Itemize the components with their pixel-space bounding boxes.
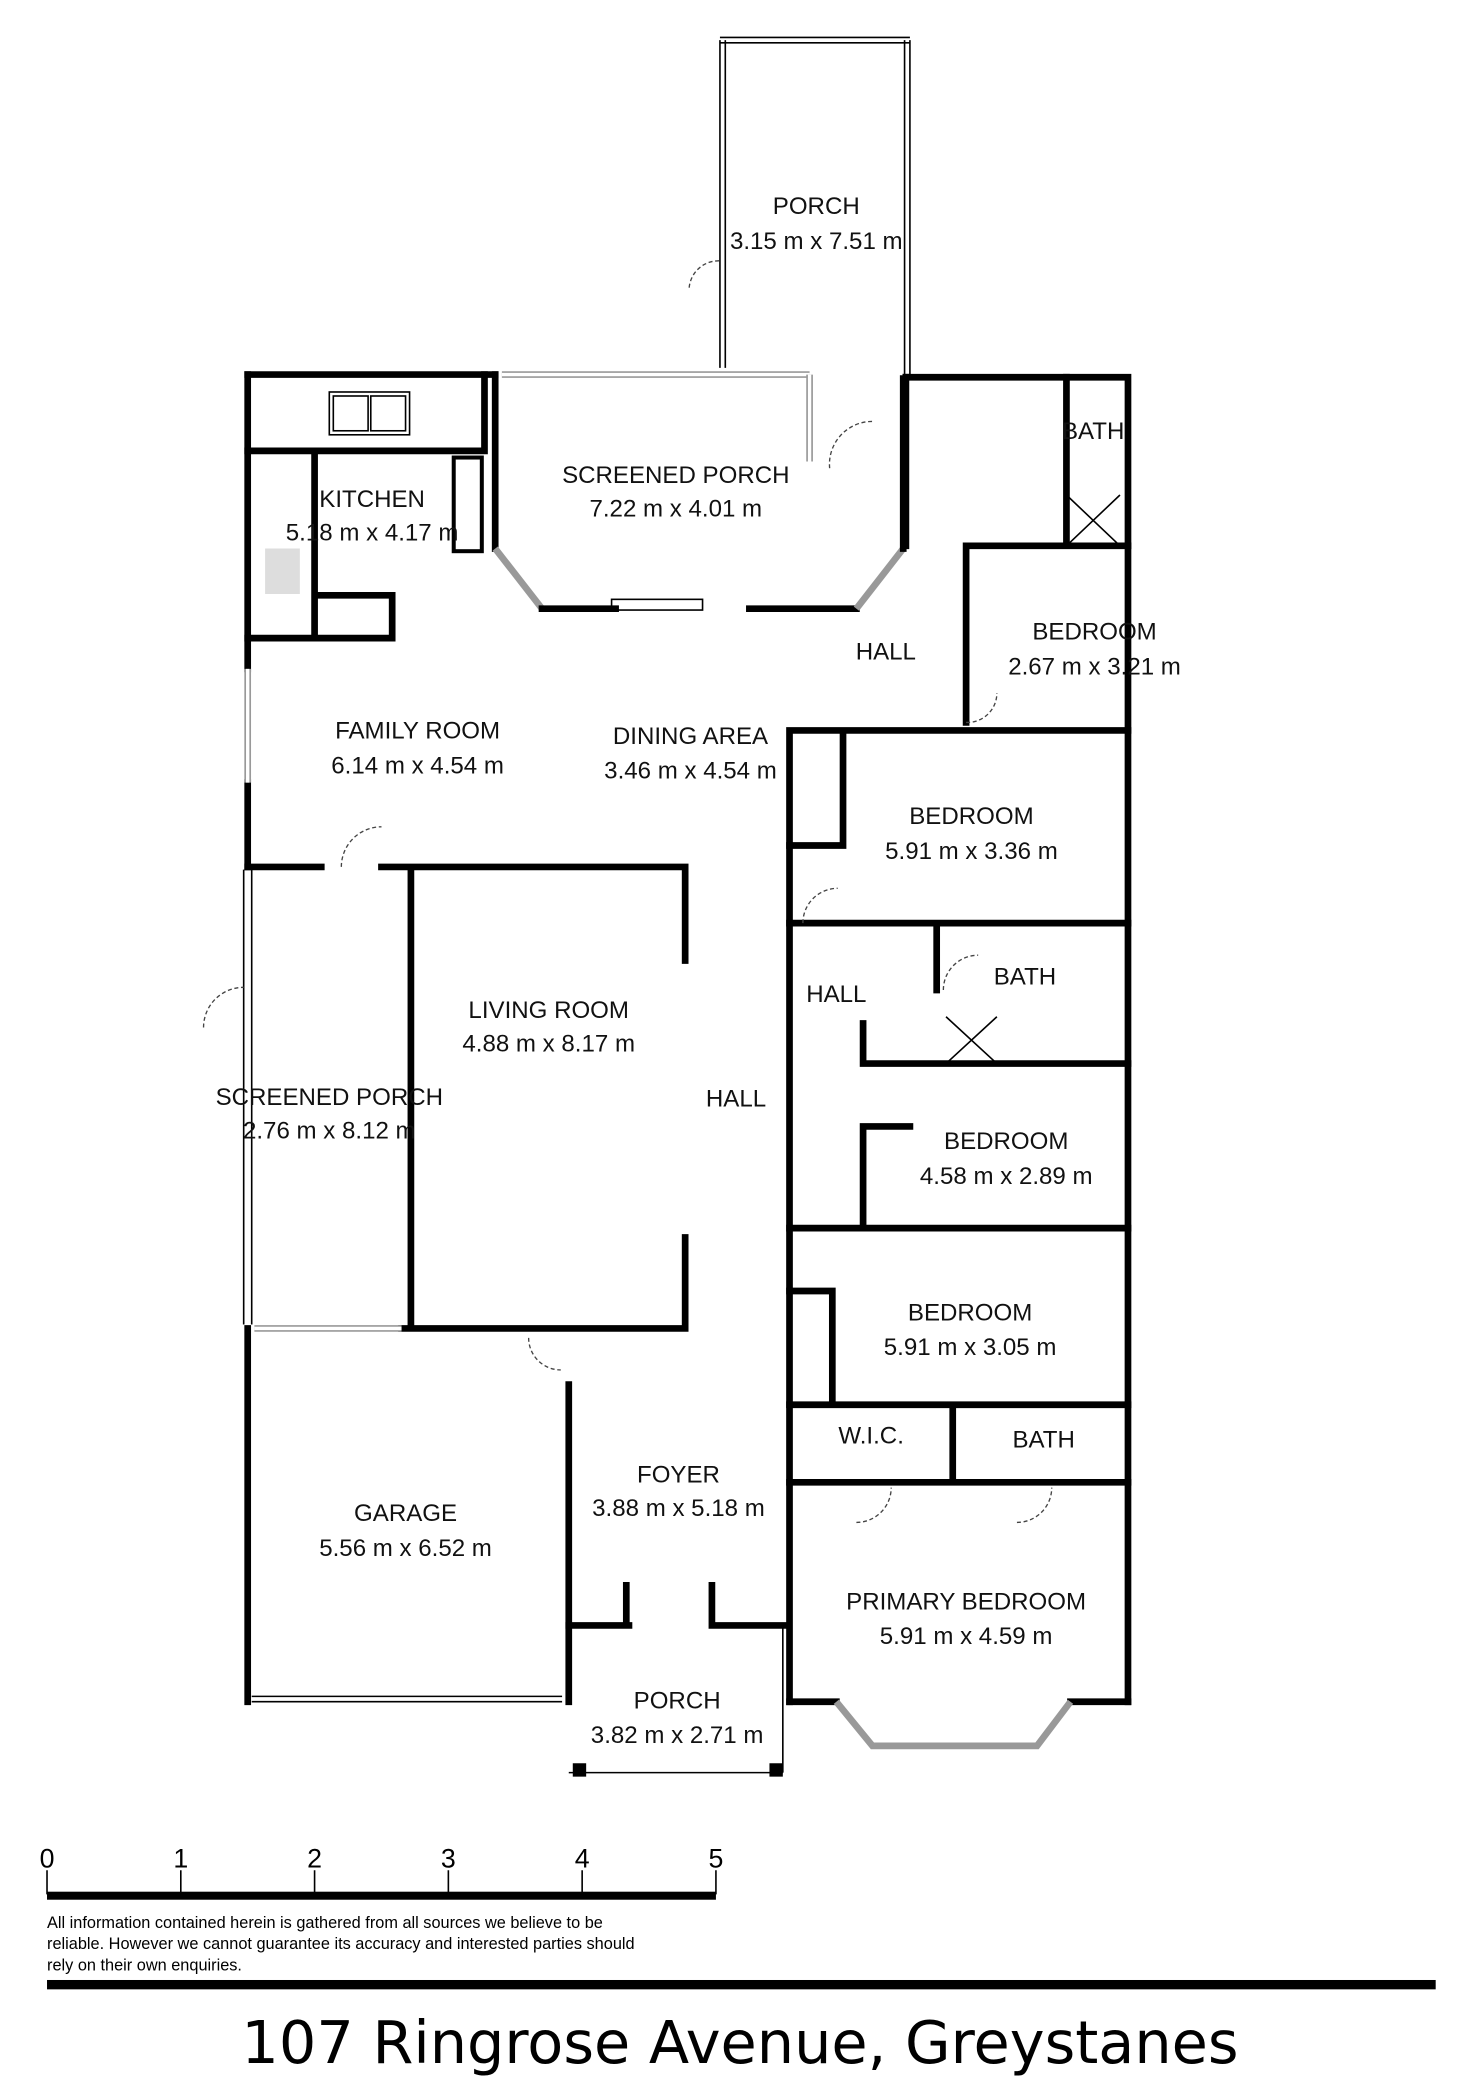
scale-tick: 2 [307, 1844, 322, 1874]
room-size: 2.76 m x 8.12 m [243, 1117, 416, 1144]
room-name: GARAGE [354, 1500, 457, 1527]
room-size: 6.14 m x 4.54 m [331, 752, 504, 779]
divider [47, 1979, 1436, 1990]
room-size: 7.22 m x 4.01 m [589, 495, 762, 522]
address-title: 107 Ringrose Avenue, Greystanes [241, 2008, 1238, 2077]
room-name: BEDROOM [909, 803, 1033, 830]
room-size: 5.91 m x 3.36 m [885, 838, 1058, 865]
room-size: 5.91 m x 4.59 m [880, 1623, 1053, 1650]
scale-tick: 0 [40, 1844, 55, 1874]
room-name: FAMILY ROOM [335, 717, 500, 744]
room-name: FOYER [637, 1461, 720, 1488]
room-size: 5.91 m x 3.05 m [884, 1334, 1057, 1361]
room-size: 5.18 m x 4.17 m [286, 519, 459, 546]
room-size: 3.88 m x 5.18 m [592, 1495, 765, 1522]
room-size: 5.56 m x 6.52 m [319, 1535, 492, 1562]
room-size: 3.46 m x 4.54 m [604, 758, 777, 785]
room-name: BATH [994, 964, 1056, 991]
room-labels: PORCH 3.15 m x 7.51 m SCREENED PORCH 7.2… [216, 193, 1181, 1749]
scale-tick: 3 [441, 1844, 456, 1874]
room-name: HALL [806, 981, 866, 1008]
room-name: BATH [1012, 1427, 1074, 1454]
scale-bar: 0 1 2 3 4 5 [40, 1844, 723, 1900]
scale-tick: 5 [708, 1844, 723, 1874]
room-name: PORCH [634, 1687, 721, 1714]
room-name: SCREENED PORCH [216, 1084, 443, 1111]
room-name: BEDROOM [944, 1128, 1068, 1155]
walls [202, 36, 1132, 1777]
room-name: HALL [856, 639, 916, 666]
room-size: 3.15 m x 7.51 m [730, 228, 903, 255]
room-name: BEDROOM [1032, 618, 1156, 645]
room-name: HALL [706, 1085, 766, 1112]
room-name: W.I.C. [838, 1423, 904, 1450]
room-size: 3.82 m x 2.71 m [591, 1722, 764, 1749]
room-name: BATH [1062, 418, 1124, 445]
disclaimer-line: rely on their own enquiries. [47, 1957, 242, 1975]
scale-tick: 4 [575, 1844, 590, 1874]
room-size: 4.58 m x 2.89 m [920, 1163, 1093, 1190]
disclaimer: All information contained herein is gath… [47, 1914, 635, 1975]
room-size: 2.67 m x 3.21 m [1008, 653, 1181, 680]
room-name: DINING AREA [613, 723, 769, 750]
room-name: BEDROOM [908, 1299, 1032, 1326]
room-name: KITCHEN [319, 486, 425, 513]
room-name: LIVING ROOM [468, 997, 629, 1024]
room-name: PRIMARY BEDROOM [846, 1588, 1086, 1615]
scale-tick: 1 [173, 1844, 188, 1874]
disclaimer-line: reliable. However we cannot guarantee it… [47, 1935, 635, 1953]
room-name: SCREENED PORCH [562, 462, 789, 489]
room-name: PORCH [773, 193, 860, 220]
disclaimer-line: All information contained herein is gath… [47, 1914, 603, 1932]
room-size: 4.88 m x 8.17 m [462, 1031, 635, 1058]
